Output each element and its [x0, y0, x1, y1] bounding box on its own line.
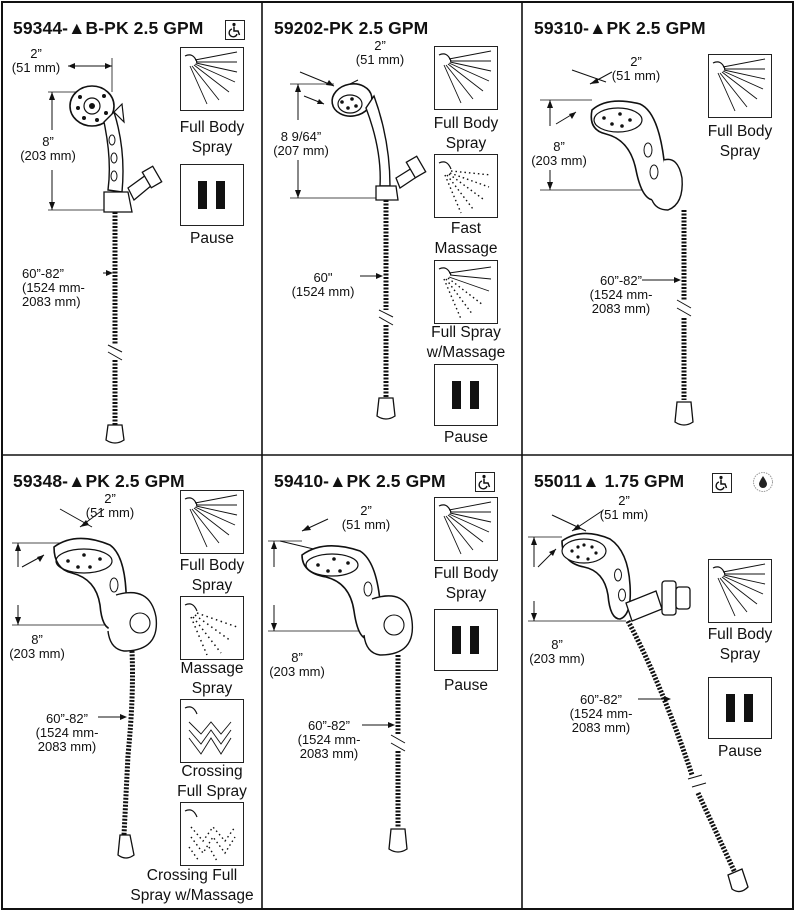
- hose-dimension: 60”-82” (1524 mm- 2083 mm): [22, 266, 85, 309]
- panel-59344: 59344-▲B-PK 2.5 GPM 2” (51: [0, 0, 262, 455]
- function-label: Full Spray w/Massage: [426, 324, 506, 361]
- pause-icon: [180, 164, 244, 226]
- handshower-drawing: [48, 58, 163, 444]
- function-label: Crossing Full Spray w/Massage: [130, 867, 254, 904]
- width-dimension: 2” (51 mm): [611, 54, 661, 83]
- function-label: Full Body Spray: [707, 626, 773, 663]
- crossing-spray-massage-icon: [180, 802, 244, 866]
- full-spray-massage-icon: [434, 260, 498, 324]
- full-body-spray-icon: [708, 559, 772, 623]
- watersense-icon: [752, 471, 774, 493]
- function-label: Pause: [444, 429, 488, 446]
- wheelchair-icon: [712, 473, 732, 493]
- function-label: Full Body Spray: [179, 119, 245, 156]
- hose-dimension: 60”-82” (1524 mm- 2083 mm): [589, 273, 653, 316]
- massage-spray-icon: [180, 596, 244, 660]
- crossing-spray-icon: [180, 699, 244, 763]
- panel-59348: 59348-▲PK 2.5 GPM 2” (51 mm) 8” (203 mm)…: [0, 455, 262, 911]
- handshower-drawing: [528, 510, 749, 893]
- hose-dimension: 60" (1524 mm): [291, 270, 355, 299]
- fast-massage-icon: [434, 154, 498, 218]
- height-dimension: 8” (203 mm): [20, 134, 76, 163]
- model-title: 55011▲ 1.75 GPM: [534, 471, 685, 491]
- function-label: Massage Spray: [180, 660, 244, 697]
- model-title: 59410-▲PK 2.5 GPM: [274, 471, 446, 491]
- full-body-spray-icon: [434, 46, 498, 110]
- height-dimension: 8 9/64” (207 mm): [273, 129, 329, 158]
- pause-icon: [434, 609, 498, 671]
- full-body-spray-icon: [708, 54, 772, 118]
- model-title: 59344-▲B-PK 2.5 GPM: [13, 18, 204, 38]
- full-body-spray-icon: [180, 490, 244, 554]
- pause-icon: [708, 677, 772, 739]
- handshower-drawing: [540, 69, 694, 426]
- full-body-spray-icon: [180, 47, 244, 111]
- height-dimension: 8” (203 mm): [269, 650, 325, 679]
- function-label: Crossing Full Spray: [177, 763, 247, 800]
- width-dimension: 2” (51 mm): [85, 491, 135, 520]
- function-label: Full Body Spray: [179, 557, 245, 594]
- height-dimension: 8” (203 mm): [9, 632, 65, 661]
- wheelchair-icon: [225, 20, 245, 40]
- full-body-spray-icon: [434, 497, 498, 561]
- model-title: 59310-▲PK 2.5 GPM: [534, 18, 706, 38]
- height-dimension: 8” (203 mm): [531, 139, 587, 168]
- function-label: Pause: [718, 743, 762, 760]
- function-label: Fast Massage: [434, 220, 498, 257]
- handshower-drawing: [290, 71, 427, 420]
- function-label: Full Body Spray: [433, 115, 499, 152]
- panel-59202: 59202-PK 2.5 GPM 2” (51 mm) 8 9/64” (207…: [262, 0, 522, 455]
- hose-dimension: 60”-82” (1524 mm- 2083 mm): [35, 711, 99, 754]
- width-dimension: 2” (51 mm): [355, 38, 405, 67]
- handshower-drawing: [12, 508, 158, 859]
- function-label: Pause: [190, 230, 234, 247]
- panel-55011: 55011▲ 1.75 GPM 2” (51 mm) 8” (203 mm) 6…: [522, 455, 795, 911]
- panel-59410: 59410-▲PK 2.5 GPM 2” (51 mm) 8” (203 mm)…: [262, 455, 522, 911]
- hose-dimension: 60”-82” (1524 mm- 2083 mm): [297, 718, 361, 761]
- model-title: 59202-PK 2.5 GPM: [274, 18, 429, 38]
- handshower-drawing: [268, 518, 414, 853]
- function-label: Pause: [444, 677, 488, 694]
- hose-dimension: 60”-82” (1524 mm- 2083 mm): [569, 692, 633, 735]
- function-label: Full Body Spray: [707, 123, 773, 160]
- wheelchair-icon: [475, 472, 495, 492]
- function-label: Full Body Spray: [433, 565, 499, 602]
- panel-59310: 59310-▲PK 2.5 GPM 2” (51 mm) 8” (203 mm)…: [522, 0, 795, 455]
- model-title: 59348-▲PK 2.5 GPM: [13, 471, 185, 491]
- width-dimension: 2” (51 mm): [599, 493, 649, 522]
- height-dimension: 8” (203 mm): [529, 637, 585, 666]
- pause-icon: [434, 364, 498, 426]
- width-dimension: 2” (51 mm): [11, 46, 61, 75]
- width-dimension: 2” (51 mm): [341, 503, 391, 532]
